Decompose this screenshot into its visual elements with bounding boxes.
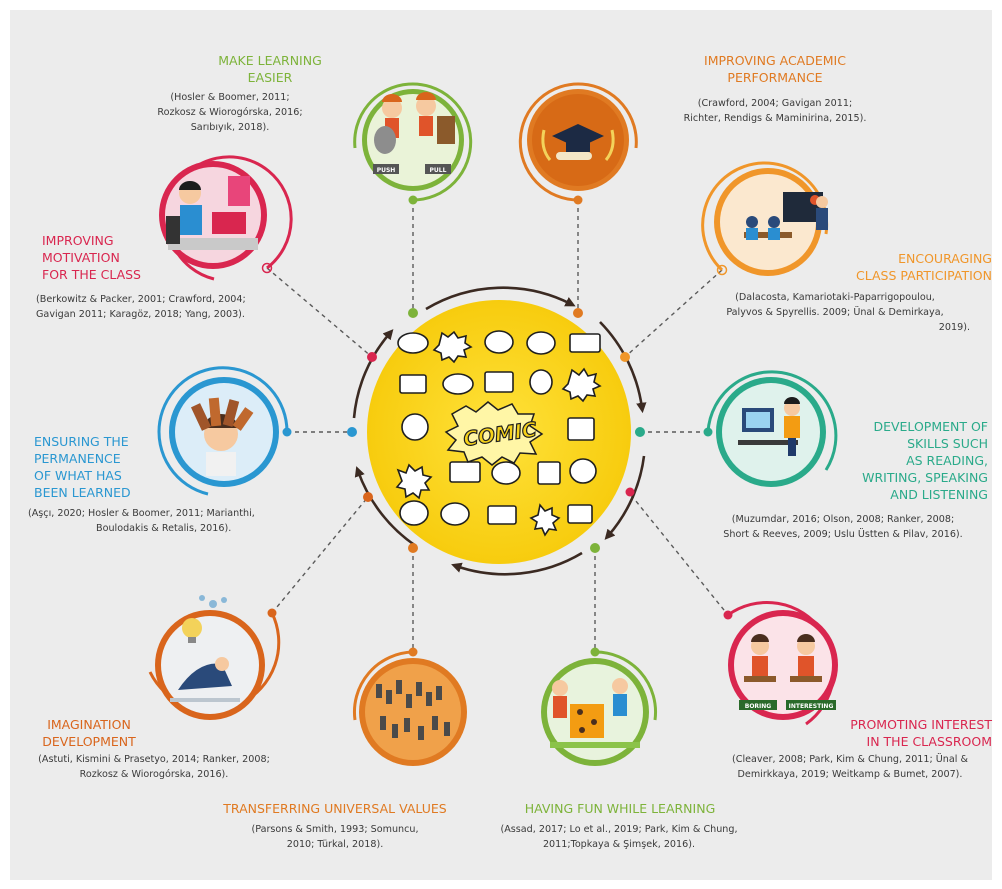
student-computer-illustration: [166, 176, 258, 250]
node-universal: [352, 543, 467, 766]
crowd-illustration: [376, 680, 450, 740]
title-skills: DEVELOPMENT OF SKILLS SUCH AS READING, W…: [862, 419, 988, 502]
cite-academic: (Crawford, 2004; Gavigan 2011; Richter, …: [683, 98, 867, 124]
dot: [703, 427, 713, 437]
node-interest: BORING INTERESTING: [723, 600, 838, 726]
hub-dot: [347, 427, 357, 437]
connector-motivation: [266, 267, 373, 358]
connector-participation: [624, 269, 723, 358]
cite-universal: (Parsons & Smith, 1993; Somuncu, 2010; T…: [251, 824, 419, 850]
cycle-arrows: [352, 286, 647, 576]
title-fun: HAVING FUN WHILE LEARNING: [524, 801, 716, 816]
ring-arc: [352, 650, 414, 721]
comic-badge: COMIC: [444, 401, 544, 466]
node-make-learning: PUSH PULL: [353, 82, 473, 318]
dot: [261, 262, 273, 274]
node-motivation: [159, 155, 377, 362]
hub-dot: [367, 352, 377, 362]
title-interest: PROMOTING INTEREST IN THE CLASSROOM: [850, 717, 992, 749]
connector-imagination: [271, 496, 369, 614]
hub-dot: [620, 352, 630, 362]
thinking-boy-illustration: [190, 397, 254, 476]
boring-interesting-illustration: BORING INTERESTING: [739, 634, 836, 710]
dot: [282, 427, 292, 437]
cite-interest: (Cleaver, 2008; Park, Kim & Chung, 2011;…: [732, 754, 968, 780]
ring-arc: [353, 82, 473, 202]
cycle-arrow: [599, 321, 647, 414]
connector-interest: [630, 494, 729, 616]
classroom-illustration: [744, 192, 828, 240]
dot: [408, 195, 418, 205]
ring-arc: [706, 370, 838, 471]
dot: [573, 195, 583, 205]
hub-dot: [363, 492, 373, 502]
cycle-arrow: [604, 455, 646, 540]
interesting-label: INTERESTING: [789, 703, 834, 710]
node-academic: [518, 82, 638, 318]
computer-desk-illustration: [738, 397, 800, 456]
dot: [625, 487, 635, 497]
push-pull-illustration: PUSH PULL: [373, 92, 455, 174]
boring-label: BORING: [745, 703, 772, 710]
comic-hub: COMIC: [367, 300, 631, 564]
cycle-arrow: [352, 329, 394, 419]
cite-imagination: (Astuti, Kismini & Prasetyo, 2014; Ranke…: [38, 754, 270, 780]
dot: [723, 610, 733, 620]
cite-skills: (Muzumdar, 2016; Olson, 2008; Ranker, 20…: [723, 514, 963, 540]
title-universal: TRANSFERRING UNIVERSAL VALUES: [223, 801, 447, 816]
node-skills: [625, 370, 838, 497]
cycle-arrow: [425, 286, 576, 311]
ring-arc: [594, 650, 658, 721]
dot: [267, 608, 277, 618]
node-participation: [620, 161, 829, 362]
dot: [590, 647, 600, 657]
ring-arc: [518, 82, 638, 202]
ring-arc: [157, 366, 289, 496]
speech-bubbles: [395, 330, 602, 537]
graduation-cap-illustration: [541, 124, 615, 161]
cycle-arrow: [354, 466, 417, 548]
connector-lines: [266, 200, 729, 652]
hub-dot: [635, 427, 645, 437]
title-make-learning: MAKE LEARNING EASIER: [218, 53, 322, 85]
dreaming-illustration: [170, 595, 240, 702]
hub-dot: [573, 308, 583, 318]
title-permanence: ENSURING THE PERMANENCE OF WHAT HAS BEEN…: [34, 434, 131, 500]
hub-dot: [590, 543, 600, 553]
node-imagination: [148, 492, 373, 720]
title-academic: IMPROVING ACADEMIC PERFORMANCE: [704, 53, 846, 85]
cycle-arrow: [451, 551, 583, 576]
hub-dot: [408, 543, 418, 553]
pull-label: PULL: [430, 167, 447, 174]
node-permanence: [157, 366, 357, 496]
title-imagination: IMAGINATION DEVELOPMENT: [42, 717, 136, 749]
cite-motivation: (Berkowitz & Packer, 2001; Crawford, 200…: [36, 294, 246, 320]
cite-participation: (Dalacosta, Kamariotaki-Paparrigopoulou,…: [726, 292, 970, 333]
title-motivation: IMPROVING MOTIVATION FOR THE CLASS: [42, 233, 141, 282]
cite-fun: (Assad, 2017; Lo et al., 2019; Park, Kim…: [500, 824, 738, 850]
push-label: PUSH: [377, 167, 396, 174]
dot: [716, 264, 728, 276]
hub-dot: [408, 308, 418, 318]
playing-kids-illustration: [550, 678, 640, 748]
node-fun: [541, 543, 658, 766]
cite-make-learning: (Hosler & Boomer, 2011; Rozkosz & Wiorog…: [157, 92, 303, 133]
cite-permanence: (Aşçı, 2020; Hosler & Boomer, 2011; Mari…: [28, 508, 255, 534]
dot: [408, 647, 418, 657]
title-participation: ENCOURAGING CLASS PARTICIPATION: [855, 251, 992, 283]
